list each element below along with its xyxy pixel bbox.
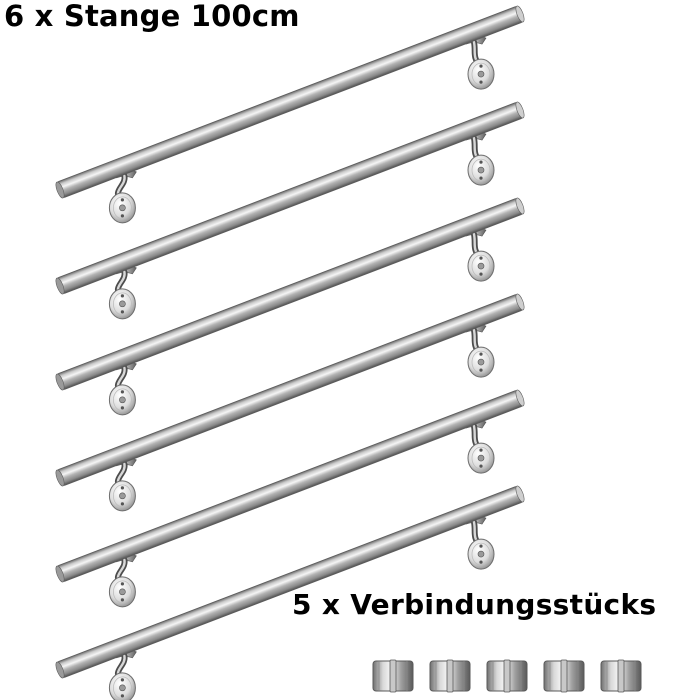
connectors-headline: 5 x Verbindungsstücks (292, 588, 657, 621)
wall-bracket (461, 418, 495, 474)
wall-bracket (108, 168, 137, 224)
wall-bracket (108, 360, 137, 416)
connector-pieces (372, 659, 642, 693)
handrail-rods (55, 5, 525, 700)
connector-piece (372, 659, 414, 693)
handrail-rod (55, 293, 525, 512)
handrail-rod (55, 197, 525, 416)
handrail-rod (55, 485, 525, 700)
handrail-rod (55, 389, 525, 608)
connector-piece (600, 659, 642, 693)
connector-piece (543, 659, 585, 693)
connector-piece (486, 659, 528, 693)
handrail-rod (55, 101, 525, 320)
connector-piece (429, 659, 471, 693)
handrail-rod (55, 5, 525, 224)
rods-headline: 6 x Stange 100cm (4, 0, 300, 33)
